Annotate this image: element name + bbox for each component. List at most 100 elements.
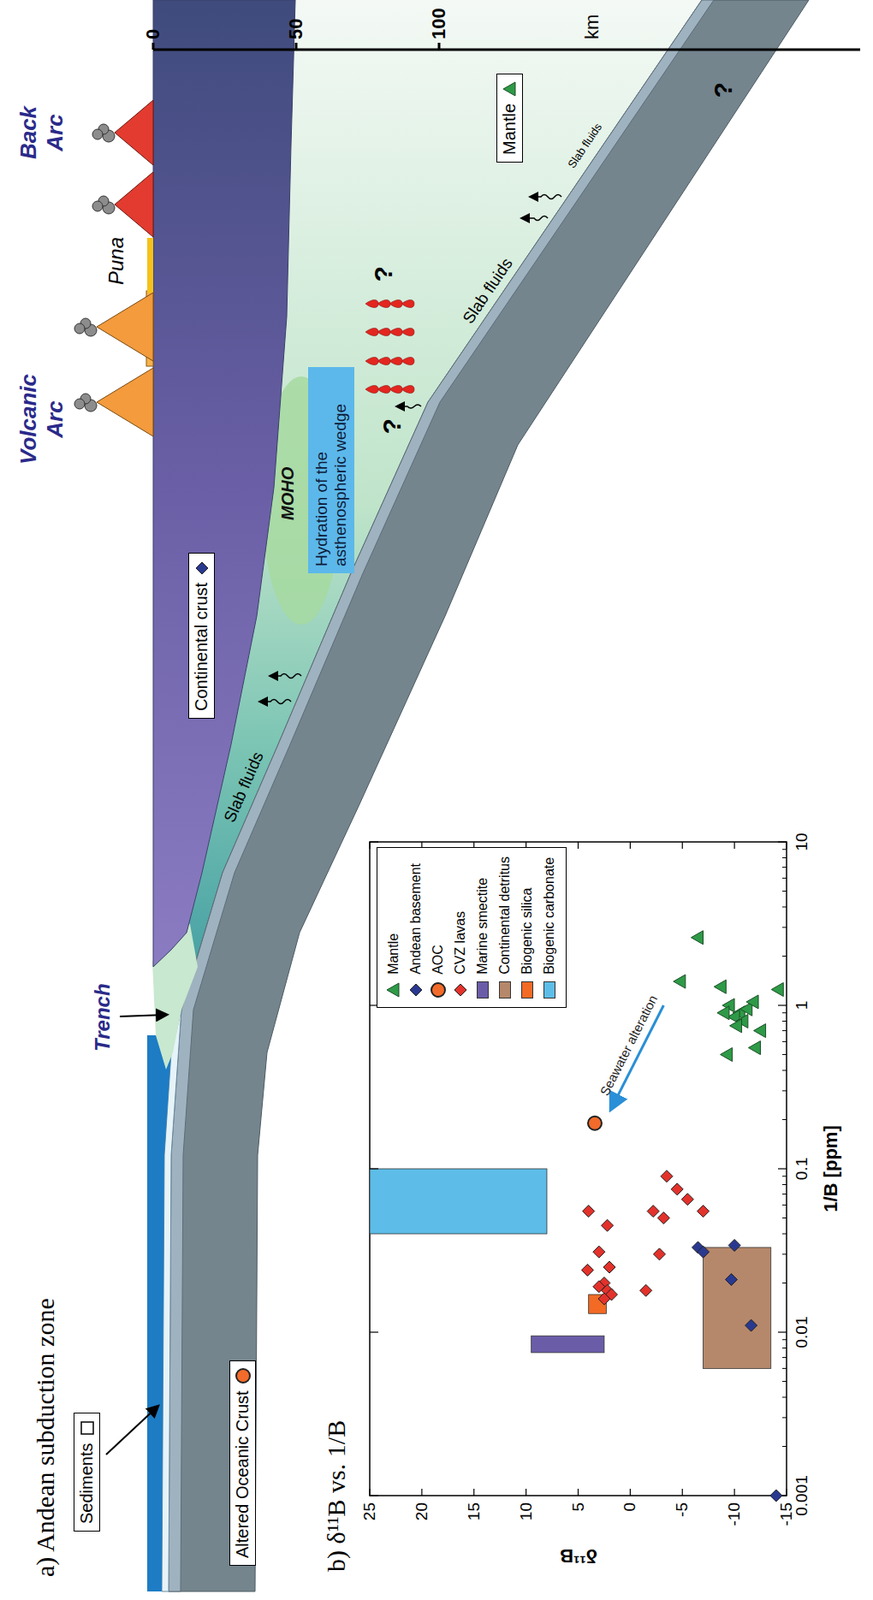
melt-drop bbox=[365, 357, 379, 366]
x-minor-tick bbox=[782, 857, 787, 859]
x-tick bbox=[777, 1004, 787, 1006]
x-minor-tick bbox=[782, 1070, 787, 1072]
melt-drop bbox=[377, 328, 391, 337]
y-tick bbox=[682, 1489, 683, 1497]
x-minor-tick bbox=[782, 849, 787, 850]
basement-marker bbox=[697, 1246, 710, 1259]
x-tick-label: 0.1 bbox=[792, 1158, 811, 1181]
x-tick bbox=[777, 1168, 787, 1170]
melt-drop bbox=[377, 300, 391, 309]
basement-marker bbox=[195, 562, 208, 575]
x-minor-tick bbox=[782, 1368, 787, 1370]
y-tick bbox=[368, 1489, 370, 1497]
melt-drop bbox=[389, 386, 403, 394]
x-tick bbox=[369, 1331, 379, 1333]
x-minor-tick bbox=[782, 1119, 787, 1121]
y-tick bbox=[734, 842, 736, 850]
x-minor-tick bbox=[782, 1175, 787, 1177]
legend-swatch bbox=[498, 981, 511, 999]
basement-marker bbox=[409, 984, 422, 997]
question-mark-holder: ? bbox=[708, 82, 738, 98]
axis-title-holder: 1/B [ppm] bbox=[819, 1125, 843, 1212]
y-tick bbox=[629, 842, 631, 850]
x-tick bbox=[777, 841, 787, 843]
x-minor-tick bbox=[782, 1253, 787, 1255]
y-tick-label-holder: 15 bbox=[464, 1502, 484, 1521]
basement-marker bbox=[745, 1319, 758, 1332]
x-minor-tick bbox=[782, 1217, 787, 1219]
region-label: Puna bbox=[104, 237, 128, 286]
backarc-volcano bbox=[114, 172, 154, 238]
x-minor-tick bbox=[782, 1357, 787, 1359]
y-tick-label: 0 bbox=[620, 1502, 639, 1513]
label-box: Altered Oceanic Crust bbox=[229, 1360, 256, 1567]
depth-value: 50 bbox=[285, 18, 307, 40]
x-tick bbox=[369, 1495, 379, 1497]
lava-marker bbox=[657, 1211, 670, 1224]
panel-title-holder: b) δ¹¹B vs. 1/B bbox=[321, 1420, 351, 1573]
y-tick bbox=[785, 1489, 787, 1497]
lava-marker bbox=[681, 1193, 694, 1206]
lava-marker bbox=[582, 1205, 595, 1218]
x-tick-label: 0.01 bbox=[792, 1317, 811, 1349]
legend-swatch bbox=[521, 981, 534, 999]
region-label-holder: Back Arc bbox=[15, 98, 69, 167]
box-symbol bbox=[502, 81, 518, 97]
box-label: Altered Oceanic Crust bbox=[232, 1390, 253, 1559]
backarc-volcano bbox=[114, 100, 154, 166]
legend-text: Andean basement bbox=[408, 863, 424, 975]
x-tick bbox=[369, 1168, 379, 1170]
legend-text: Mantle bbox=[386, 933, 402, 975]
box-label: Sediments bbox=[77, 1443, 97, 1526]
arc-volcano bbox=[96, 292, 154, 362]
lava-marker bbox=[671, 1183, 683, 1196]
melt-drop bbox=[365, 328, 379, 337]
y-tick-label: 25 bbox=[360, 1502, 379, 1521]
puna-plateau bbox=[147, 237, 154, 293]
x-tick-label-holder: 10 bbox=[792, 832, 812, 851]
melt-drop bbox=[401, 386, 415, 394]
box-symbol bbox=[194, 560, 210, 577]
legend-symbol bbox=[386, 981, 402, 999]
y-tick-label: 20 bbox=[412, 1502, 431, 1521]
mantle-marker bbox=[673, 974, 686, 989]
legend-row: CVZ lavas bbox=[449, 856, 472, 999]
box-label: Continental crust bbox=[191, 582, 212, 712]
depth-ticks bbox=[153, 42, 440, 50]
box-label: Hydration of the asthenospheric wedge bbox=[312, 403, 350, 567]
plot-frame bbox=[369, 842, 787, 1497]
y-tick bbox=[577, 1489, 579, 1497]
mantle-marker bbox=[746, 995, 759, 1010]
label-box: Continental crust bbox=[188, 552, 215, 719]
carbonate-field bbox=[369, 1169, 547, 1235]
mantle-marker bbox=[713, 979, 726, 994]
axis-title: 1/B [ppm] bbox=[819, 1125, 842, 1212]
basement-marker bbox=[770, 1490, 783, 1503]
melt-drop bbox=[401, 357, 415, 366]
question-mark: ? bbox=[368, 266, 398, 282]
x-tick bbox=[777, 1331, 787, 1333]
x-minor-tick bbox=[782, 1397, 787, 1399]
fluid-arrows bbox=[260, 195, 562, 705]
x-minor-tick bbox=[782, 867, 787, 868]
region-label: Volcanic Arc bbox=[15, 374, 68, 465]
lava-marker bbox=[454, 984, 467, 997]
y-tick-label-holder: 10 bbox=[516, 1502, 536, 1521]
mantle-marker bbox=[386, 983, 399, 998]
x-tick-label-holder: 0.001 bbox=[792, 1475, 812, 1517]
y-tick-label: 5 bbox=[569, 1502, 588, 1513]
x-minor-tick bbox=[782, 1417, 787, 1419]
mantle-marker bbox=[720, 1047, 733, 1062]
mantle-marker bbox=[503, 82, 516, 96]
axis-title-holder: δ¹¹B bbox=[559, 1544, 598, 1568]
y-tick bbox=[629, 1489, 631, 1497]
x-minor-tick bbox=[782, 1030, 787, 1032]
smectite-field bbox=[531, 1336, 605, 1354]
legend-row: Biogenic silica bbox=[516, 856, 539, 999]
legend-text: Marine smectite bbox=[475, 878, 491, 975]
y-tick bbox=[525, 1489, 527, 1497]
y-tick bbox=[682, 842, 683, 850]
depth-value-holder: 0 bbox=[142, 29, 165, 40]
y-tick-label: -15 bbox=[777, 1502, 796, 1527]
x-minor-tick bbox=[782, 1348, 787, 1349]
